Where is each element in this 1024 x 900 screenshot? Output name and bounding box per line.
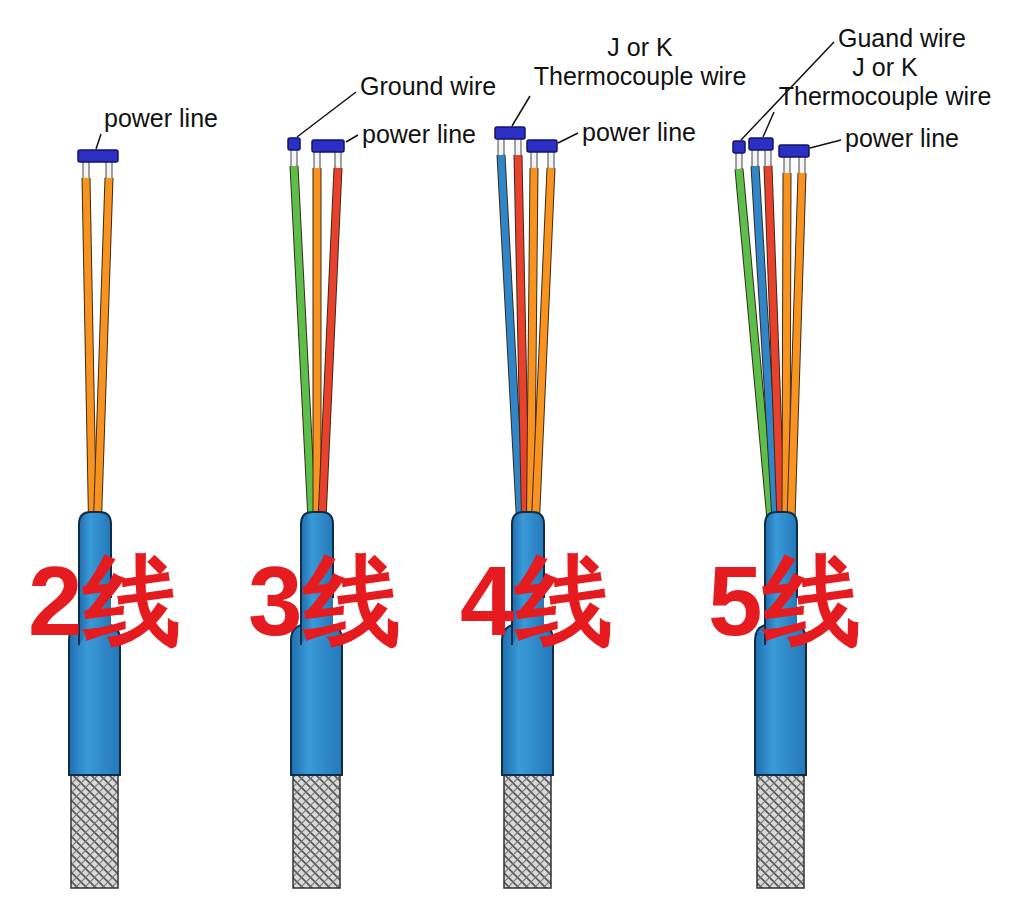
- conductor-outline: [799, 157, 806, 175]
- leader-line: [810, 140, 841, 148]
- braided-sheath: [757, 775, 804, 888]
- leader-line: [512, 96, 530, 126]
- conductor-outline: [765, 150, 772, 168]
- wire-outline: [86, 178, 93, 520]
- wire-outline: [98, 178, 110, 520]
- wire-count: 2线: [28, 552, 181, 650]
- cable: [69, 150, 120, 888]
- bare-conductor: [292, 150, 297, 168]
- wire-label: power line: [582, 118, 696, 147]
- conductor-outline: [314, 152, 321, 170]
- bare-conductor: [315, 152, 320, 170]
- insulated-wire: [518, 155, 526, 520]
- wire-label: J or K Thermocouple wire: [775, 53, 995, 111]
- leader-line: [346, 135, 358, 142]
- bare-conductor: [753, 150, 758, 168]
- bare-conductor: [336, 152, 341, 170]
- terminal-cap: [312, 140, 344, 152]
- conductor-outline: [548, 152, 555, 170]
- terminal-cap: [78, 150, 118, 162]
- wire-outline: [768, 166, 781, 520]
- wire-count: 3线: [248, 552, 401, 650]
- terminal-cap: [288, 138, 300, 150]
- wire-count: 5线: [708, 552, 861, 650]
- leader-line: [763, 112, 774, 137]
- bare-conductor: [785, 157, 790, 175]
- bare-conductor: [549, 152, 554, 170]
- conductor-outline: [531, 152, 538, 170]
- wire-count: 4线: [460, 552, 613, 650]
- bare-conductor: [800, 157, 805, 175]
- wire-label: power line: [362, 120, 476, 149]
- conductor-outline: [498, 139, 505, 157]
- bare-conductor: [532, 152, 537, 170]
- wire-outline: [536, 168, 552, 520]
- wire-label: Ground wire: [360, 72, 496, 101]
- insulated-wire: [314, 168, 321, 520]
- cable: [733, 138, 809, 888]
- leader-line: [297, 92, 356, 137]
- bare-conductor: [499, 139, 504, 157]
- bare-conductor: [737, 153, 742, 171]
- braided-sheath: [71, 775, 118, 888]
- conductor-outline: [752, 150, 759, 168]
- conductor-outline: [106, 162, 113, 180]
- insulated-wire: [786, 173, 787, 520]
- braided-sheath: [293, 775, 340, 888]
- conductor-outline: [335, 152, 342, 170]
- terminal-cap: [733, 141, 745, 153]
- terminal-cap: [527, 140, 557, 152]
- bare-conductor: [766, 150, 771, 168]
- insulated-wire: [322, 168, 338, 520]
- terminal-cap: [749, 138, 773, 150]
- conductor-outline: [736, 153, 743, 171]
- insulated-wire: [294, 166, 312, 520]
- insulated-wire: [768, 166, 781, 520]
- wire-label: power line: [104, 104, 218, 133]
- conductor-outline: [83, 162, 90, 180]
- terminal-cap: [779, 145, 809, 157]
- conductor-outline: [515, 139, 522, 157]
- wire-outline: [518, 155, 526, 520]
- cable: [495, 127, 557, 888]
- braided-sheath: [504, 775, 551, 888]
- wire-outline: [786, 173, 787, 520]
- bare-conductor: [84, 162, 89, 180]
- wire-label: J or K Thermocouple wire: [530, 33, 750, 91]
- wire-label: power line: [845, 124, 959, 153]
- wire-outline: [294, 166, 312, 520]
- insulated-wire: [791, 173, 802, 520]
- conductor-outline: [784, 157, 791, 175]
- insulated-wire: [98, 178, 110, 520]
- insulated-wire: [536, 168, 552, 520]
- terminal-cap: [495, 127, 525, 139]
- wire-label: Guand wire: [838, 24, 966, 53]
- conductor-outline: [291, 150, 298, 168]
- wire-outline: [322, 168, 338, 520]
- wire-outline: [791, 173, 802, 520]
- cable: [288, 138, 344, 888]
- bare-conductor: [107, 162, 112, 180]
- insulated-wire: [86, 178, 93, 520]
- bare-conductor: [516, 139, 521, 157]
- leader-line: [96, 134, 101, 149]
- leader-line: [558, 133, 578, 143]
